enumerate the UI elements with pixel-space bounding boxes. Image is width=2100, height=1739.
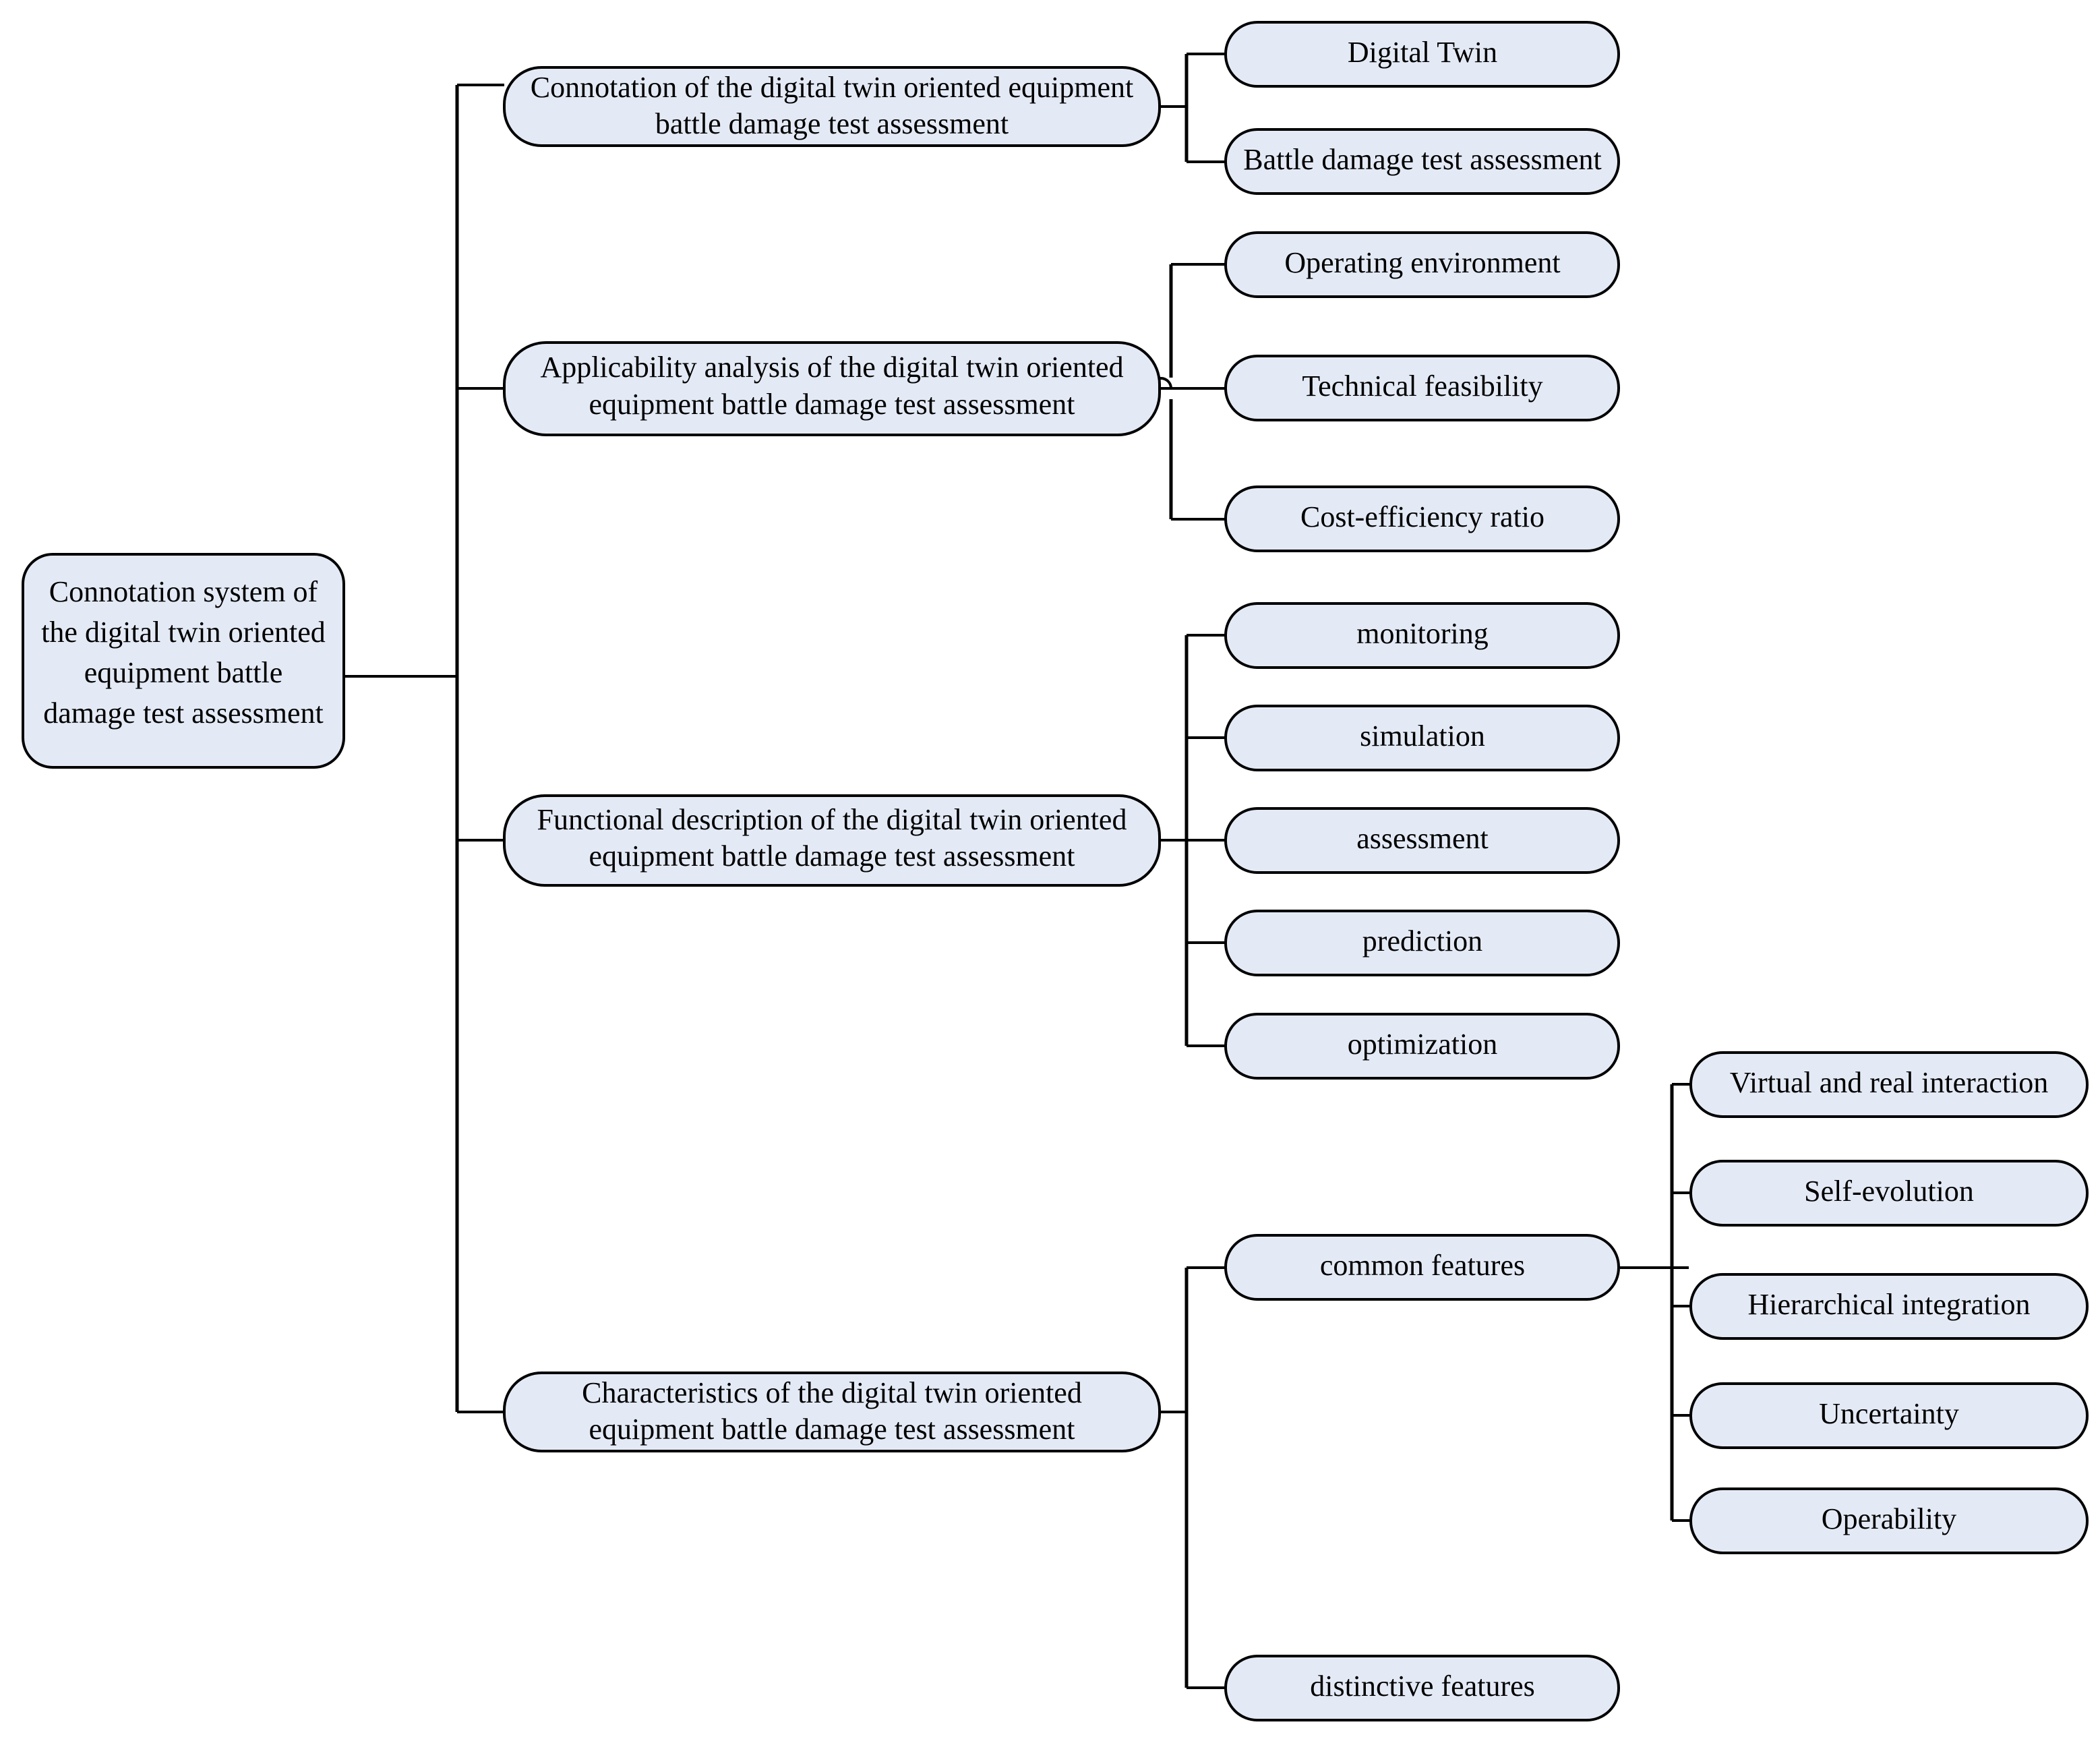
node-cost-efficiency-ratio[interactable]: Cost-efficiency ratio [1224,485,1620,552]
prediction-label: prediction [1362,924,1482,957]
operating-environment-box[interactable] [1224,231,1620,298]
technical-feasibility-box[interactable] [1224,355,1620,421]
characteristics-label-line-2: equipment battle damage test assessment [589,1413,1075,1446]
node-applicability[interactable]: Applicability analysis of the digital tw… [503,341,1161,436]
cost-efficiency-ratio-box[interactable] [1224,485,1620,552]
operating-environment-label: Operating environment [1284,246,1560,279]
monitoring-box[interactable] [1224,602,1620,669]
battle-damage-test-assessment-label: Battle damage test assessment [1243,143,1602,176]
distinctive-features-label: distinctive features [1310,1670,1535,1703]
operability-label: Operability [1822,1502,1956,1535]
digital-twin-box[interactable] [1224,21,1620,88]
node-common-features[interactable]: common features [1224,1234,1620,1301]
simulation-box[interactable] [1224,705,1620,771]
node-optimization[interactable]: optimization [1224,1013,1620,1080]
node-distinctive-features[interactable]: distinctive features [1224,1655,1620,1721]
root-label-line-1: Connotation system of [49,575,318,608]
technical-feasibility-label: Technical feasibility [1302,370,1542,403]
node-monitoring[interactable]: monitoring [1224,602,1620,669]
node-operability[interactable]: Operability [1689,1487,2089,1554]
simulation-label: simulation [1360,719,1485,753]
assessment-label: assessment [1356,822,1489,855]
assessment-box[interactable] [1224,807,1620,874]
connotation-label-line-1: Connotation of the digital twin oriented… [531,71,1134,104]
connotation-label-line-2: battle damage test assessment [655,107,1009,140]
applicability-label-line-2: equipment battle damage test assessment [589,388,1075,421]
node-functional-description[interactable]: Functional description of the digital tw… [503,794,1161,887]
applicability-box[interactable] [503,341,1161,436]
node-root[interactable]: Connotation system of the digital twin o… [22,553,345,769]
hierarchical-integration-label: Hierarchical integration [1747,1288,2030,1321]
root-label-line-2: the digital twin oriented [41,616,326,649]
uncertainty-label: Uncertainty [1819,1397,1959,1430]
hierarchical-integration-box[interactable] [1689,1273,2089,1340]
root-label-line-4: damage test assessment [43,697,323,730]
optimization-label: optimization [1348,1028,1497,1061]
optimization-box[interactable] [1224,1013,1620,1080]
prediction-box[interactable] [1224,910,1620,976]
node-battle-damage-test-assessment[interactable]: Battle damage test assessment [1224,128,1620,195]
node-hierarchical-integration[interactable]: Hierarchical integration [1689,1273,2089,1340]
battle-damage-test-assessment-box[interactable] [1224,128,1620,195]
characteristics-label-line-1: Characteristics of the digital twin orie… [582,1376,1082,1409]
applicability-label-line-1: Applicability analysis of the digital tw… [540,351,1123,384]
connotation-box[interactable] [503,66,1161,147]
root-label-line-3: equipment battle [84,656,282,689]
digital-twin-label: Digital Twin [1348,36,1497,69]
common-features-label: common features [1320,1249,1525,1282]
cost-efficiency-ratio-label: Cost-efficiency ratio [1300,500,1544,533]
operability-box[interactable] [1689,1487,2089,1554]
node-virtual-and-real-interaction[interactable]: Virtual and real interaction [1689,1051,2089,1118]
node-operating-environment[interactable]: Operating environment [1224,231,1620,298]
node-simulation[interactable]: simulation [1224,705,1620,771]
node-technical-feasibility[interactable]: Technical feasibility [1224,355,1620,421]
virtual-and-real-interaction-box[interactable] [1689,1051,2089,1118]
root-box[interactable] [22,553,345,769]
node-assessment[interactable]: assessment [1224,807,1620,874]
characteristics-box[interactable] [503,1372,1161,1452]
node-connotation[interactable]: Connotation of the digital twin oriented… [503,66,1161,147]
functional-description-box[interactable] [503,794,1161,887]
connector-layer [344,53,1691,1689]
node-characteristics[interactable]: Characteristics of the digital twin orie… [503,1372,1161,1452]
common-features-box[interactable] [1224,1234,1620,1301]
virtual-and-real-interaction-label: Virtual and real interaction [1730,1066,2049,1099]
uncertainty-box[interactable] [1689,1382,2089,1449]
functional-description-label-line-1: Functional description of the digital tw… [537,803,1127,836]
node-uncertainty[interactable]: Uncertainty [1689,1382,2089,1449]
monitoring-label: monitoring [1356,617,1489,650]
self-evolution-label: Self-evolution [1804,1175,1974,1208]
node-self-evolution[interactable]: Self-evolution [1689,1160,2089,1227]
node-prediction[interactable]: prediction [1224,910,1620,976]
node-digital-twin[interactable]: Digital Twin [1224,21,1620,88]
self-evolution-box[interactable] [1689,1160,2089,1227]
distinctive-features-box[interactable] [1224,1655,1620,1721]
functional-description-label-line-2: equipment battle damage test assessment [589,839,1075,873]
